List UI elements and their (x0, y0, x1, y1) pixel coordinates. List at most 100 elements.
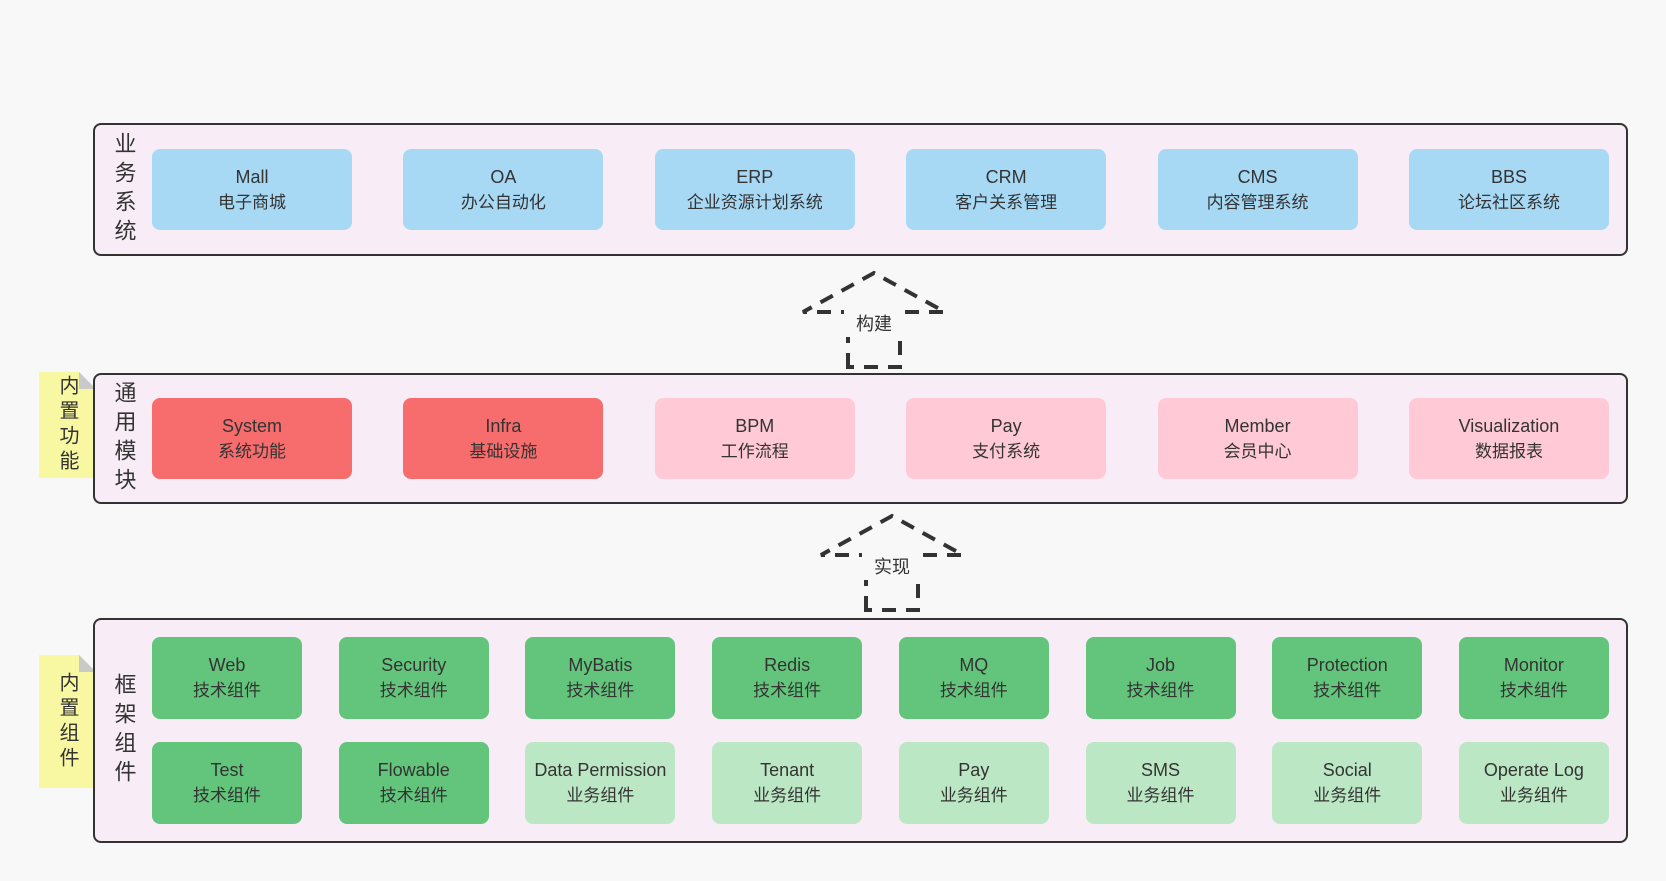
box-subtitle: 客户关系管理 (955, 192, 1058, 212)
box-name: Security (381, 655, 447, 675)
box-name: OA (490, 166, 517, 187)
box-subtitle: 支付系统 (972, 441, 1041, 461)
band-components-rows: Web 技术组件 Security 技术组件 MyBatis 技术组件 Redi… (152, 637, 1626, 824)
box-subtitle: 技术组件 (566, 681, 635, 700)
box-sms: SMS 业务组件 (1085, 742, 1236, 824)
band-components-row-2: Test 技术组件 Flowable 技术组件 Data Permission … (152, 742, 1609, 824)
box-name: Flowable (377, 760, 450, 780)
band-modules-rows: System 系统功能 Infra 基础设施 BPM 工作流程 Pay 支付系统… (152, 398, 1626, 479)
box-redis: Redis 技术组件 (712, 637, 863, 719)
band-title-business-systems: 业务系统 (111, 131, 137, 248)
box-subtitle: 数据报表 (1474, 441, 1543, 461)
box-name: Tenant (760, 760, 815, 780)
box-subtitle: 技术组件 (1126, 681, 1195, 700)
box-name: Test (210, 760, 244, 780)
box-name: BBS (1490, 166, 1527, 187)
box-erp: ERP 企业资源计划系统 (654, 149, 855, 230)
box-name: System (221, 415, 282, 436)
band-title-framework-components: 框架组件 (111, 672, 137, 789)
box-subtitle: 基础设施 (469, 441, 538, 461)
arrow-label: 构建 (856, 314, 892, 334)
box-name: MyBatis (568, 655, 633, 675)
box-social: Social 业务组件 (1272, 742, 1423, 824)
box-mybatis: MyBatis 技术组件 (525, 637, 676, 719)
box-name: Monitor (1503, 655, 1564, 675)
box-web: Web 技术组件 (152, 637, 302, 719)
box-job: Job 技术组件 (1085, 637, 1236, 719)
box-subtitle: 业务组件 (1313, 786, 1382, 805)
box-visualization: Visualization 数据报表 (1408, 398, 1609, 479)
band-framework-components: 框架组件 Web 技术组件 Security 技术组件 MyBatis 技术组件… (93, 618, 1628, 843)
box-infra: Infra 基础设施 (403, 398, 604, 479)
box-subtitle: 业务组件 (753, 786, 822, 805)
box-test: Test 技术组件 (152, 742, 302, 824)
box-subtitle: 技术组件 (1499, 681, 1568, 700)
box-member: Member 会员中心 (1157, 398, 1358, 479)
arrow-implement: 实现 (820, 513, 964, 612)
box-system: System 系统功能 (152, 398, 352, 479)
box-name: Web (208, 655, 246, 675)
box-subtitle: 技术组件 (753, 681, 822, 700)
arrow-build: 构建 (802, 270, 946, 369)
box-subtitle: 业务组件 (1499, 786, 1568, 805)
box-subtitle: 工作流程 (720, 441, 789, 461)
box-subtitle: 业务组件 (939, 786, 1008, 805)
box-subtitle: 电子商城 (218, 192, 286, 212)
box-oa: OA 办公自动化 (403, 149, 604, 230)
box-operate-log: Operate Log 业务组件 (1458, 742, 1609, 824)
band-common-modules: 通用模块 System 系统功能 Infra 基础设施 BPM 工作流程 Pay… (93, 373, 1628, 504)
arrow-build-outline (802, 270, 946, 369)
box-name: Redis (764, 655, 811, 675)
sticky-note-builtin-features: 内置功能 (39, 372, 96, 478)
box-monitor: Monitor 技术组件 (1458, 637, 1609, 719)
box-name: Member (1224, 415, 1291, 436)
box-flowable: Flowable 技术组件 (338, 742, 489, 824)
box-name: ERP (736, 166, 774, 187)
box-pay-system: Pay 支付系统 (906, 398, 1107, 479)
sticky-note-builtin-components: 内置组件 (39, 655, 96, 788)
box-name: Infra (485, 415, 522, 436)
box-mall: Mall 电子商城 (152, 149, 352, 230)
box-crm: CRM 客户关系管理 (906, 149, 1107, 230)
box-subtitle: 企业资源计划系统 (686, 192, 823, 212)
box-subtitle: 业务组件 (1126, 786, 1195, 805)
box-name: Job (1146, 655, 1176, 675)
box-subtitle: 论坛社区系统 (1457, 192, 1560, 212)
box-security: Security 技术组件 (338, 637, 489, 719)
arrow-label-backdrop (844, 309, 904, 337)
box-name: Visualization (1458, 415, 1560, 436)
band-business-rows: Mall 电子商城 OA 办公自动化 ERP 企业资源计划系统 CRM 客户关系… (152, 149, 1626, 230)
box-subtitle: 技术组件 (379, 681, 448, 700)
box-name: Data Permission (534, 760, 667, 780)
box-name: Operate Log (1483, 760, 1584, 780)
box-name: Mall (235, 166, 269, 187)
band-components-row-1: Web 技术组件 Security 技术组件 MyBatis 技术组件 Redi… (152, 637, 1609, 719)
box-subtitle: 技术组件 (379, 786, 448, 805)
box-subtitle: 系统功能 (218, 441, 286, 461)
box-tenant: Tenant 业务组件 (712, 742, 863, 824)
box-name: Pay (958, 760, 990, 780)
box-data-permission: Data Permission 业务组件 (525, 742, 676, 824)
box-mq: MQ 技术组件 (898, 637, 1049, 719)
box-name: CRM (985, 166, 1027, 187)
arrow-label: 实现 (874, 557, 910, 577)
box-name: CMS (1237, 166, 1278, 187)
band-title-common-modules: 通用模块 (111, 380, 137, 497)
box-name: BPM (735, 415, 775, 436)
box-subtitle: 技术组件 (193, 786, 261, 805)
arrow-label-backdrop (862, 552, 922, 580)
box-name: Pay (990, 415, 1022, 436)
box-name: Protection (1306, 655, 1388, 675)
band-modules-row: System 系统功能 Infra 基础设施 BPM 工作流程 Pay 支付系统… (152, 398, 1609, 479)
box-name: Social (1322, 760, 1372, 780)
box-subtitle: 会员中心 (1223, 441, 1292, 461)
band-business-row: Mall 电子商城 OA 办公自动化 ERP 企业资源计划系统 CRM 客户关系… (152, 149, 1609, 230)
box-subtitle: 技术组件 (1313, 681, 1382, 700)
box-bbs: BBS 论坛社区系统 (1408, 149, 1609, 230)
box-cms: CMS 内容管理系统 (1157, 149, 1358, 230)
box-bpm: BPM 工作流程 (654, 398, 855, 479)
box-pay-component: Pay 业务组件 (898, 742, 1049, 824)
box-subtitle: 技术组件 (939, 681, 1008, 700)
sticky-note-label: 内置组件 (56, 671, 78, 772)
